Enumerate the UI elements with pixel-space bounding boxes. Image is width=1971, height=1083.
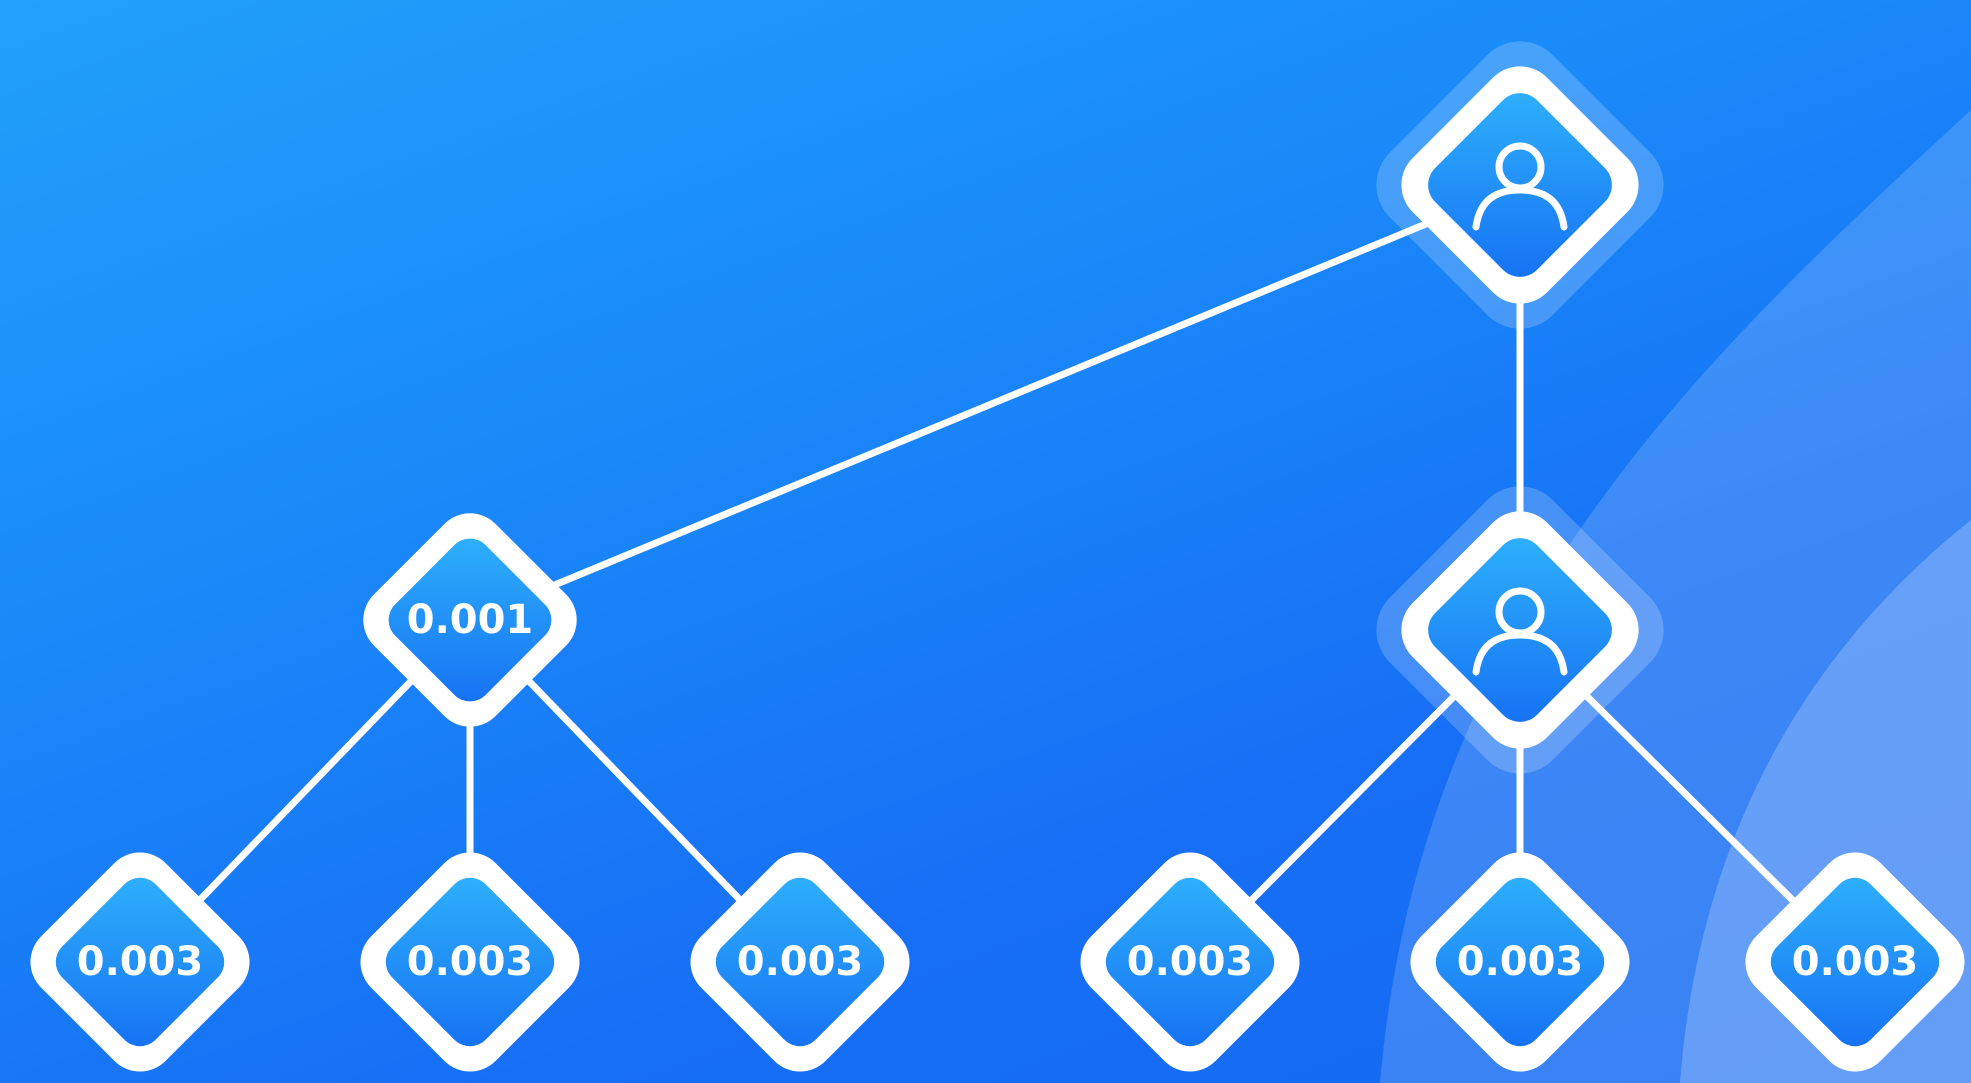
user-icon bbox=[1472, 142, 1568, 231]
leaf-value: 0.003 bbox=[1127, 939, 1254, 985]
left-child-node-face bbox=[388, 538, 552, 702]
right-child-node bbox=[1376, 486, 1664, 774]
decor-arc-outer bbox=[1380, 110, 1971, 1083]
leaf-value: 0.003 bbox=[407, 939, 534, 985]
user-icon bbox=[1472, 587, 1568, 676]
leaf-node: 0.003 bbox=[1080, 852, 1300, 1072]
leaf-node: 0.003 bbox=[1410, 852, 1630, 1072]
leaf-node: 0.003 bbox=[30, 852, 250, 1072]
leaf-value: 0.003 bbox=[77, 939, 204, 985]
leaf-node: 0.003 bbox=[1745, 852, 1965, 1072]
leaf-node: 0.003 bbox=[360, 852, 580, 1072]
left-child-value: 0.001 bbox=[407, 597, 534, 643]
leaf-value: 0.003 bbox=[1457, 939, 1584, 985]
leaf-value: 0.003 bbox=[737, 939, 864, 985]
leaf-value: 0.003 bbox=[1792, 939, 1919, 985]
leaf-node: 0.003 bbox=[690, 852, 910, 1072]
root-node bbox=[1376, 41, 1664, 329]
connector-root-left bbox=[466, 181, 1524, 624]
left-child-node: 0.001 bbox=[363, 513, 577, 727]
